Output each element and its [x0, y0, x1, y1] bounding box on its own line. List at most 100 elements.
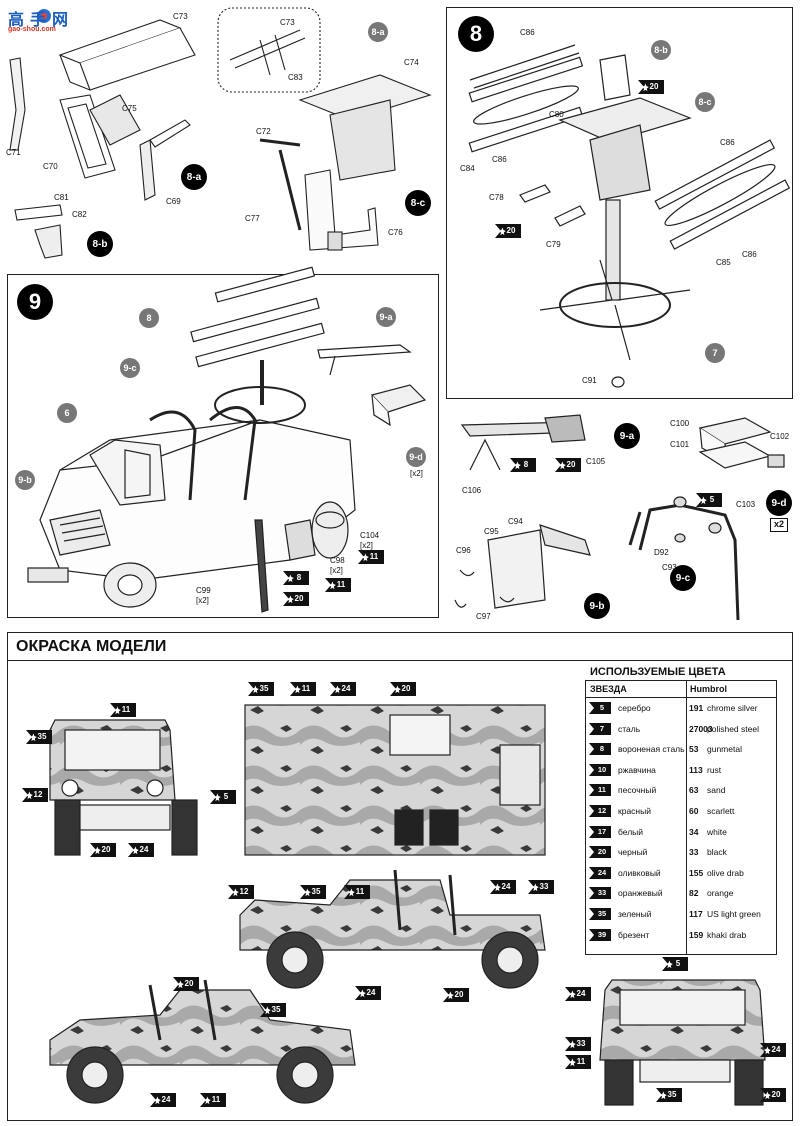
paint-callout-p11e: 11 — [565, 1055, 591, 1069]
label-c86-bottom: C86 — [742, 250, 757, 259]
paint-callout-s20b: 20 — [495, 224, 521, 238]
humbrol-name: khaki drab — [707, 929, 747, 940]
x2-box: x2 — [770, 518, 788, 532]
paint-callout-p24d: 24 — [490, 880, 516, 894]
paint-callout-p11d-value: 11 — [211, 1095, 221, 1104]
humbrol-number: 53 — [689, 744, 699, 755]
humbrol-name: chrome silver — [707, 703, 758, 713]
color-code: 33 — [597, 888, 607, 898]
color-code: 39 — [597, 929, 607, 939]
substep-9c-badge: 9-c — [670, 565, 696, 591]
color-code-star: 20 — [589, 846, 611, 860]
label-d92: D92 — [654, 548, 669, 557]
substep-8b-badge: 8-b — [87, 231, 113, 257]
label-c86-top: C86 — [520, 28, 535, 37]
paint-callout-p5b-value: 5 — [675, 959, 681, 968]
color-code: 8 — [599, 744, 605, 754]
paint-callout-p11b: 11 — [110, 703, 136, 717]
substep-8c-badge: 8-c — [405, 190, 431, 216]
paint-callout-p20a: 20 — [90, 843, 116, 857]
humbrol-name: black — [707, 847, 727, 858]
paint-callout-s20d: 20 — [283, 592, 309, 606]
watermark-logo-text: 高手网 — [8, 12, 75, 29]
color-code-star: 35 — [589, 908, 611, 922]
color-russian-name: белый — [618, 826, 644, 837]
paint-callout-s5a: 5 — [696, 493, 722, 507]
paint-callout-p35e: 35 — [656, 1088, 682, 1102]
label-c81: C81 — [54, 193, 69, 202]
label-c77: C77 — [245, 214, 260, 223]
color-code: 17 — [597, 826, 607, 836]
color-code-star: 12 — [589, 805, 611, 819]
label-c93: C93 — [662, 563, 677, 572]
paint-callout-p24c: 24 — [355, 986, 381, 1000]
color-code-star: 11 — [589, 784, 611, 798]
label-c91: C91 — [582, 376, 597, 385]
humbrol-number: 27003 — [689, 723, 713, 734]
ref-9d-circle: 9-d — [406, 447, 426, 467]
label-c105: C105 — [586, 457, 606, 466]
color-code: 11 — [598, 785, 606, 795]
label-c72: C72 — [256, 127, 271, 136]
color-code: 35 — [597, 909, 607, 918]
humbrol-number: 191 — [689, 703, 704, 713]
label-c73-inset: C73 — [280, 18, 295, 27]
watermark-url: gao-shou.com — [8, 26, 56, 33]
color-code-star: 7 — [589, 722, 611, 737]
humbrol-number: 113 — [689, 764, 703, 775]
label-c86-left: C86 — [492, 155, 507, 164]
paint-callout-p35d: 35 — [260, 1003, 286, 1017]
humbrol-name: orange — [707, 888, 734, 899]
ref-8-circle: 8 — [139, 308, 159, 328]
paint-callout-p20c: 20 — [443, 988, 469, 1002]
label-c69: C69 — [166, 197, 181, 206]
paint-callout-s20e: 20 — [555, 458, 581, 472]
step8-number: 8 — [458, 16, 494, 52]
label-c104-qty: [x2] — [360, 541, 373, 550]
label-c99: C99 — [196, 586, 211, 595]
label-c85: C85 — [716, 258, 731, 267]
paint-callout-p24b-value: 24 — [341, 684, 351, 693]
paint-callout-s20b-value: 20 — [506, 226, 516, 235]
substep-9b-badge: 9-b — [584, 593, 610, 619]
label-c104: C104 — [360, 531, 380, 540]
paint-callout-s5a-value: 5 — [709, 495, 715, 504]
humbrol-name: olive drab — [707, 867, 744, 878]
paint-callout-s11b-value: 11 — [336, 580, 346, 589]
color-russian-name: красный — [618, 806, 651, 816]
substep-9a-badge: 9-a — [614, 423, 640, 449]
colors-col-divider — [686, 680, 687, 955]
paint-callout-p12b-value: 12 — [239, 887, 249, 896]
humbrol-name: gunmetal — [707, 744, 742, 755]
paint-callout-p33a: 33 — [528, 880, 554, 894]
label-c102: C102 — [770, 432, 790, 441]
paint-callout-p35a: 35 — [248, 682, 274, 696]
colors-col-humbrol: Humbrol — [690, 684, 727, 694]
color-code-star: 8 — [589, 743, 611, 757]
paint-callout-p11d: 11 — [200, 1093, 226, 1107]
color-russian-name: ржавчина — [618, 764, 656, 775]
painting-title-divider — [7, 660, 793, 661]
paint-callout-p35b-value: 35 — [37, 732, 47, 741]
color-code-star: 24 — [589, 866, 611, 881]
label-c96: C96 — [456, 546, 471, 555]
color-code: 10 — [597, 764, 607, 774]
label-c98: C98 — [330, 556, 345, 565]
color-russian-name: оливковый — [618, 867, 661, 878]
paint-callout-p24e: 24 — [150, 1093, 176, 1107]
ref-8c-circle: 8-c — [695, 92, 715, 112]
label-c84: C84 — [460, 164, 475, 173]
color-code: 20 — [597, 847, 607, 857]
ref-9a-circle: 9-a — [376, 307, 396, 327]
paint-callout-p20d-value: 20 — [184, 979, 194, 988]
color-code: 7 — [599, 723, 605, 733]
color-russian-name: песочный — [618, 785, 657, 796]
label-c70: C70 — [43, 162, 58, 171]
humbrol-number: 117 — [689, 909, 703, 919]
